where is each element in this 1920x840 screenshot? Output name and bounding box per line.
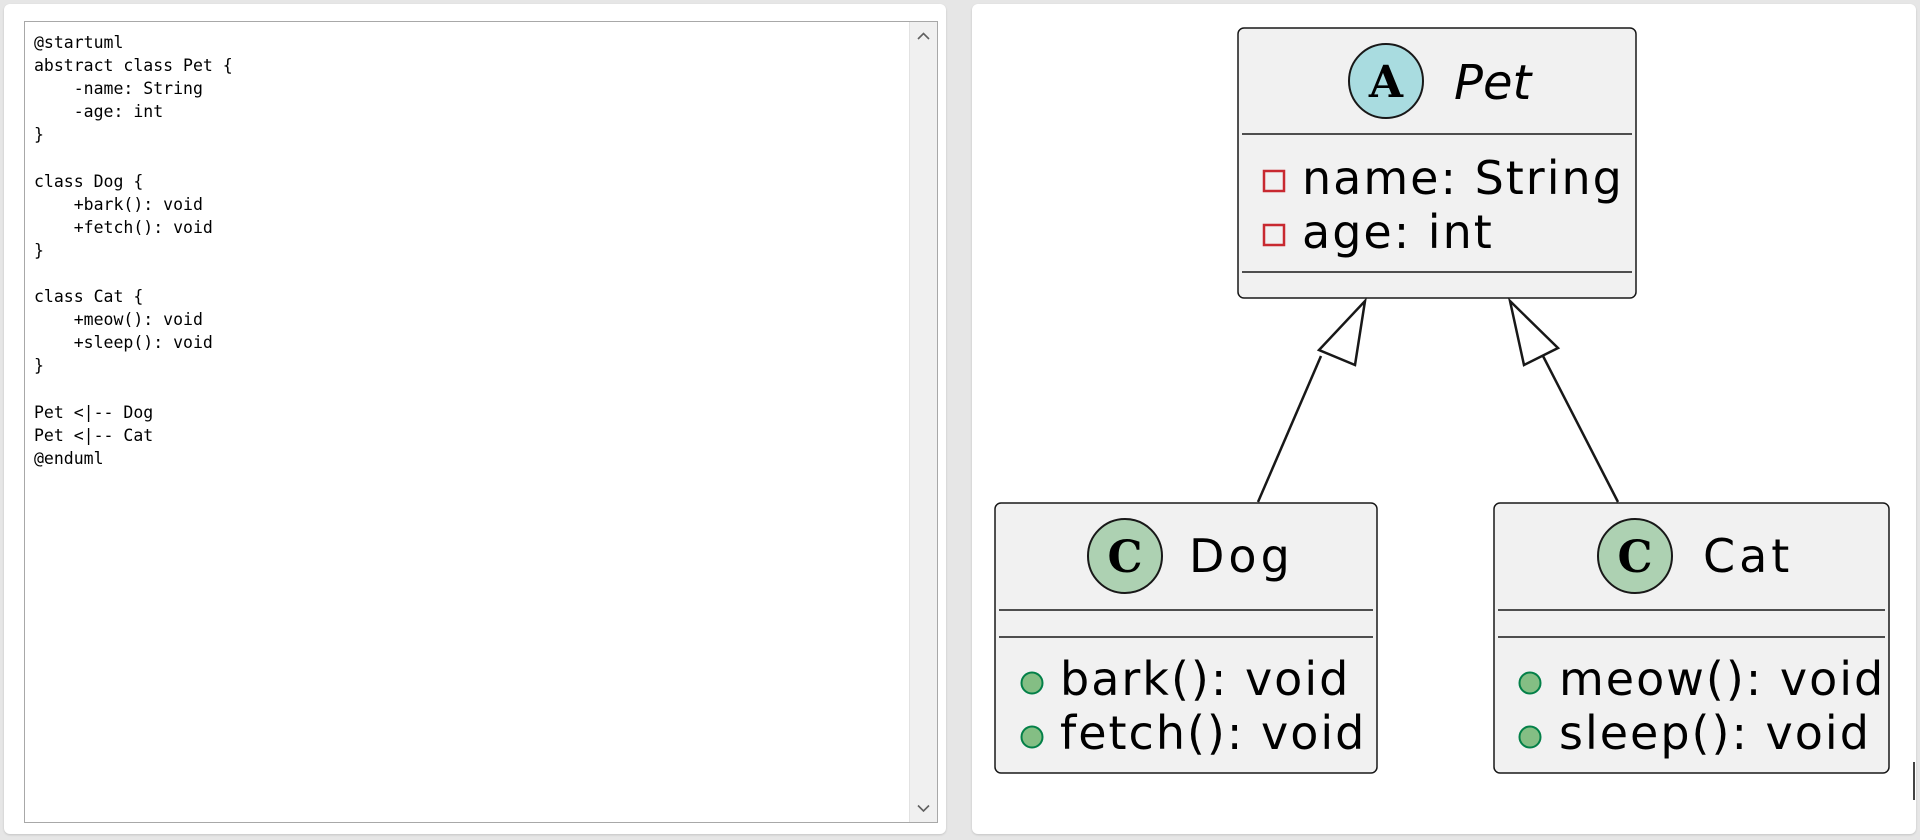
cat-method: meow(): void: [1559, 652, 1885, 706]
text-cursor: [1913, 762, 1915, 800]
code-line: +sleep(): void: [34, 333, 213, 353]
class-badge-icon: [1597, 518, 1673, 594]
public-visibility-icon: [1020, 725, 1044, 749]
pet-attribute: name: String: [1302, 151, 1624, 205]
vertical-scrollbar[interactable]: [909, 22, 937, 822]
code-line: }: [34, 125, 44, 145]
code-line: +bark(): void: [34, 194, 203, 214]
code-line: +meow(): void: [34, 310, 203, 330]
code-line: }: [34, 356, 44, 376]
code-textarea[interactable]: @startuml abstract class Pet { -name: St…: [24, 21, 938, 823]
cat-box-border: [1493, 502, 1890, 774]
class-box-dog[interactable]: C Dog bark(): void fetch(): void: [994, 502, 1378, 774]
public-visibility-icon: [1518, 725, 1542, 749]
cat-stereotype-letter: C: [1617, 532, 1652, 583]
scroll-down-arrow-icon[interactable]: [910, 796, 937, 820]
inheritance-arrow-cat: [1507, 297, 1620, 503]
pet-class-name: Pet: [1454, 55, 1533, 111]
class-badge-icon: [1087, 518, 1163, 594]
code-line: abstract class Pet {: [34, 56, 233, 76]
pet-stereotype-letter: A: [1368, 57, 1404, 108]
uml-class-diagram: A Pet name: String age: int: [994, 27, 1890, 774]
class-box-cat[interactable]: C Cat meow(): void sleep(): void: [1493, 502, 1890, 774]
dog-stereotype-letter: C: [1107, 532, 1142, 583]
code-line: }: [34, 240, 44, 260]
inheritance-arrowhead-icon: [1507, 297, 1561, 367]
code-line: -age: int: [34, 102, 164, 122]
cat-class-name: Cat: [1703, 529, 1793, 583]
diagram-panel: A Pet name: String age: int: [972, 4, 1916, 834]
code-line: class Cat {: [34, 287, 144, 307]
pet-box-border: [1237, 27, 1637, 299]
class-box-pet[interactable]: A Pet name: String age: int: [1237, 27, 1637, 299]
public-visibility-icon: [1518, 671, 1542, 695]
private-visibility-icon: [1262, 169, 1286, 193]
inheritance-arrow-dog: [1256, 297, 1367, 503]
code-content[interactable]: @startuml abstract class Pet { -name: St…: [34, 31, 233, 470]
dog-method: bark(): void: [1060, 652, 1350, 706]
public-visibility-icon: [1020, 671, 1044, 695]
private-visibility-icon: [1262, 223, 1286, 247]
code-line: Pet <|-- Cat: [34, 425, 154, 445]
abstract-badge-icon: [1348, 43, 1424, 119]
cat-method: sleep(): void: [1559, 706, 1871, 760]
code-line: Pet <|-- Dog: [34, 402, 154, 422]
pet-attribute: age: int: [1302, 205, 1494, 259]
code-line: @startuml: [34, 33, 124, 52]
code-line: class Dog {: [34, 171, 144, 191]
dog-method: fetch(): void: [1060, 706, 1366, 760]
scroll-up-arrow-icon[interactable]: [910, 24, 937, 48]
code-line: -name: String: [34, 79, 203, 99]
code-line: @enduml: [34, 448, 104, 468]
inheritance-arrowhead-icon: [1316, 297, 1367, 367]
editor-panel: @startuml abstract class Pet { -name: St…: [4, 4, 946, 834]
code-line: +fetch(): void: [34, 217, 213, 237]
dog-class-name: Dog: [1189, 529, 1294, 583]
